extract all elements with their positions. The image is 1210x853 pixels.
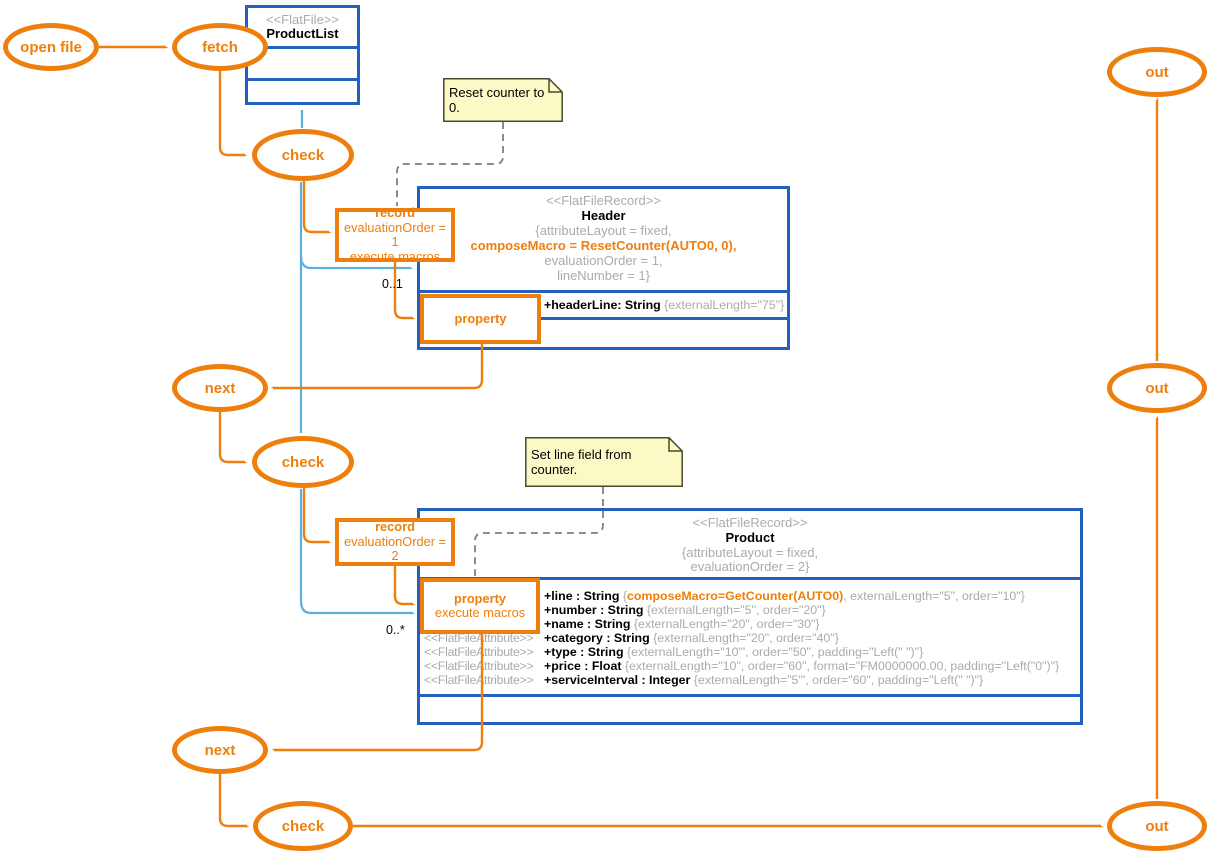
action-property-1[interactable]: property xyxy=(420,294,541,344)
edge-check1-record1 xyxy=(302,181,329,232)
attribute-tags-open: { xyxy=(622,589,627,603)
edge-fetch-check1 xyxy=(218,71,245,155)
attribute-name: +category : String xyxy=(544,631,654,645)
action-record-1[interactable]: record evaluationOrder = 1 execute macro… xyxy=(335,205,455,264)
action-label: record xyxy=(375,205,415,220)
header-compose-macro: composeMacro = ResetCounter(AUTO0, 0), xyxy=(470,238,737,253)
action-record-2[interactable]: record evaluationOrder = 2 xyxy=(335,518,455,566)
compartment-divider xyxy=(420,694,1080,697)
edge-next2-check3 xyxy=(218,774,247,826)
class-header[interactable]: <<FlatFileRecord>> Header {attributeLayo… xyxy=(417,186,790,350)
action-detail: evaluationOrder = 1 xyxy=(343,219,447,249)
note-text: Set line field from counter. xyxy=(531,447,632,477)
note-shape xyxy=(525,437,683,487)
product-stereotype: <<FlatFileRecord>> xyxy=(692,515,808,530)
attribute-tags: {externalLength="5", order="20"} xyxy=(646,603,826,617)
header-stereotype: <<FlatFileRecord>> xyxy=(546,193,661,208)
multiplicity-label-2: 0..* xyxy=(386,623,405,637)
edge-record2-property2 xyxy=(393,566,413,604)
node-out-2[interactable]: out xyxy=(1107,363,1207,413)
action-detail: execute macros xyxy=(434,605,526,620)
node-label: next xyxy=(204,741,236,759)
attribute-name: +headerLine: String xyxy=(544,298,665,312)
product-tag: {attributeLayout = fixed, xyxy=(681,545,819,560)
node-label: out xyxy=(1145,379,1169,397)
attribute-stereotype: <<FlatFileAttribute>> xyxy=(424,645,534,659)
node-next-1[interactable]: next xyxy=(172,364,268,412)
attribute-tags: {externalLength="10", order="60", format… xyxy=(624,659,1060,673)
attribute-tags: {externalLength="20", order="40"} xyxy=(653,631,839,645)
attribute-name: +number : String xyxy=(544,603,647,617)
product-attribute-row: +line : String { composeMacro=GetCounter… xyxy=(424,589,1078,603)
edge-property1-next1 xyxy=(273,344,484,390)
compartment-divider xyxy=(248,46,357,49)
action-property-2[interactable]: property execute macros xyxy=(420,578,540,634)
node-check-2[interactable]: check xyxy=(252,436,354,488)
attribute-name: +type : String xyxy=(544,645,627,659)
attribute-stereotype: <<FlatFileAttribute>> xyxy=(424,673,534,687)
attribute-name: +price : Float xyxy=(544,659,625,673)
attribute-tags: {externalLength="5"', order="60", paddin… xyxy=(693,673,984,687)
note-set-line[interactable]: Set line field from counter. xyxy=(525,437,683,487)
header-tag: {attributeLayout = fixed, xyxy=(535,223,672,238)
node-label: check xyxy=(281,817,325,835)
product-attribute-row: +name : String {externalLength="20", ord… xyxy=(424,617,1078,631)
header-name: Header xyxy=(581,208,626,223)
compartment-divider xyxy=(420,577,1080,580)
action-detail: execute macros xyxy=(349,248,441,264)
node-label: out xyxy=(1145,817,1169,835)
edge-next1-check2 xyxy=(218,412,245,462)
node-label: open file xyxy=(20,38,82,56)
compartment-divider xyxy=(420,290,787,293)
product-attribute-row: <<FlatFileAttribute>> +serviceInterval :… xyxy=(424,673,1078,687)
node-open-file[interactable]: open file xyxy=(3,23,99,71)
product-attribute-row: +number : String {externalLength="5", or… xyxy=(424,603,1078,617)
attribute-macro: composeMacro=GetCounter(AUTO0) xyxy=(626,589,844,603)
compartment-divider xyxy=(420,317,787,320)
attribute-stereotype: <<FlatFileAttribute>> xyxy=(424,659,534,673)
node-out-1[interactable]: out xyxy=(1107,47,1207,97)
node-label: check xyxy=(281,146,325,164)
action-label: property xyxy=(454,310,507,326)
attribute-tags: , externalLength="5", order="10"} xyxy=(843,589,1025,603)
node-label: out xyxy=(1145,63,1169,81)
action-detail: evaluationOrder = 2 xyxy=(343,533,447,564)
attribute-tags: {externalLength="75"} xyxy=(664,298,785,312)
node-out-3[interactable]: out xyxy=(1107,801,1207,851)
productlist-stereotype: <<FlatFile>> xyxy=(266,12,339,27)
attribute-tags: {externalLength="10"', order="50", paddi… xyxy=(626,645,924,659)
node-label: check xyxy=(281,453,325,471)
node-label: next xyxy=(204,379,236,397)
attribute-name: +name : String xyxy=(544,617,634,631)
action-label: record xyxy=(375,519,415,535)
header-tag: lineNumber = 1} xyxy=(557,268,650,283)
node-next-2[interactable]: next xyxy=(172,726,268,774)
edge-check2-record2 xyxy=(302,488,329,542)
product-name: Product xyxy=(725,530,775,545)
header-attribute-row: +headerLine: String {externalLength="75"… xyxy=(424,293,785,317)
node-check-3[interactable]: check xyxy=(253,801,353,851)
note-text: Reset counter to 0. xyxy=(449,85,545,115)
multiplicity-label-1: 0..1 xyxy=(382,277,403,291)
node-label: fetch xyxy=(202,38,238,56)
attribute-name: +line : String xyxy=(544,589,623,603)
header-tag: evaluationOrder = 1, xyxy=(544,253,663,268)
node-check-1[interactable]: check xyxy=(252,129,354,181)
product-tag: evaluationOrder = 2} xyxy=(690,559,810,574)
product-attribute-row: <<FlatFileAttribute>> +price : Float {ex… xyxy=(424,659,1078,673)
action-label: property xyxy=(454,590,506,606)
product-attribute-row: <<FlatFileAttribute>> +type : String {ex… xyxy=(424,645,1078,659)
node-fetch[interactable]: fetch xyxy=(172,23,268,71)
note-reset-counter[interactable]: Reset counter to 0. xyxy=(443,78,563,122)
attribute-tags: {externalLength="20", order="30"} xyxy=(633,617,820,631)
compartment-divider xyxy=(248,78,357,81)
productlist-name: ProductList xyxy=(266,26,339,41)
attribute-name: +serviceInterval : Integer xyxy=(544,673,694,687)
note-shape xyxy=(443,78,563,122)
